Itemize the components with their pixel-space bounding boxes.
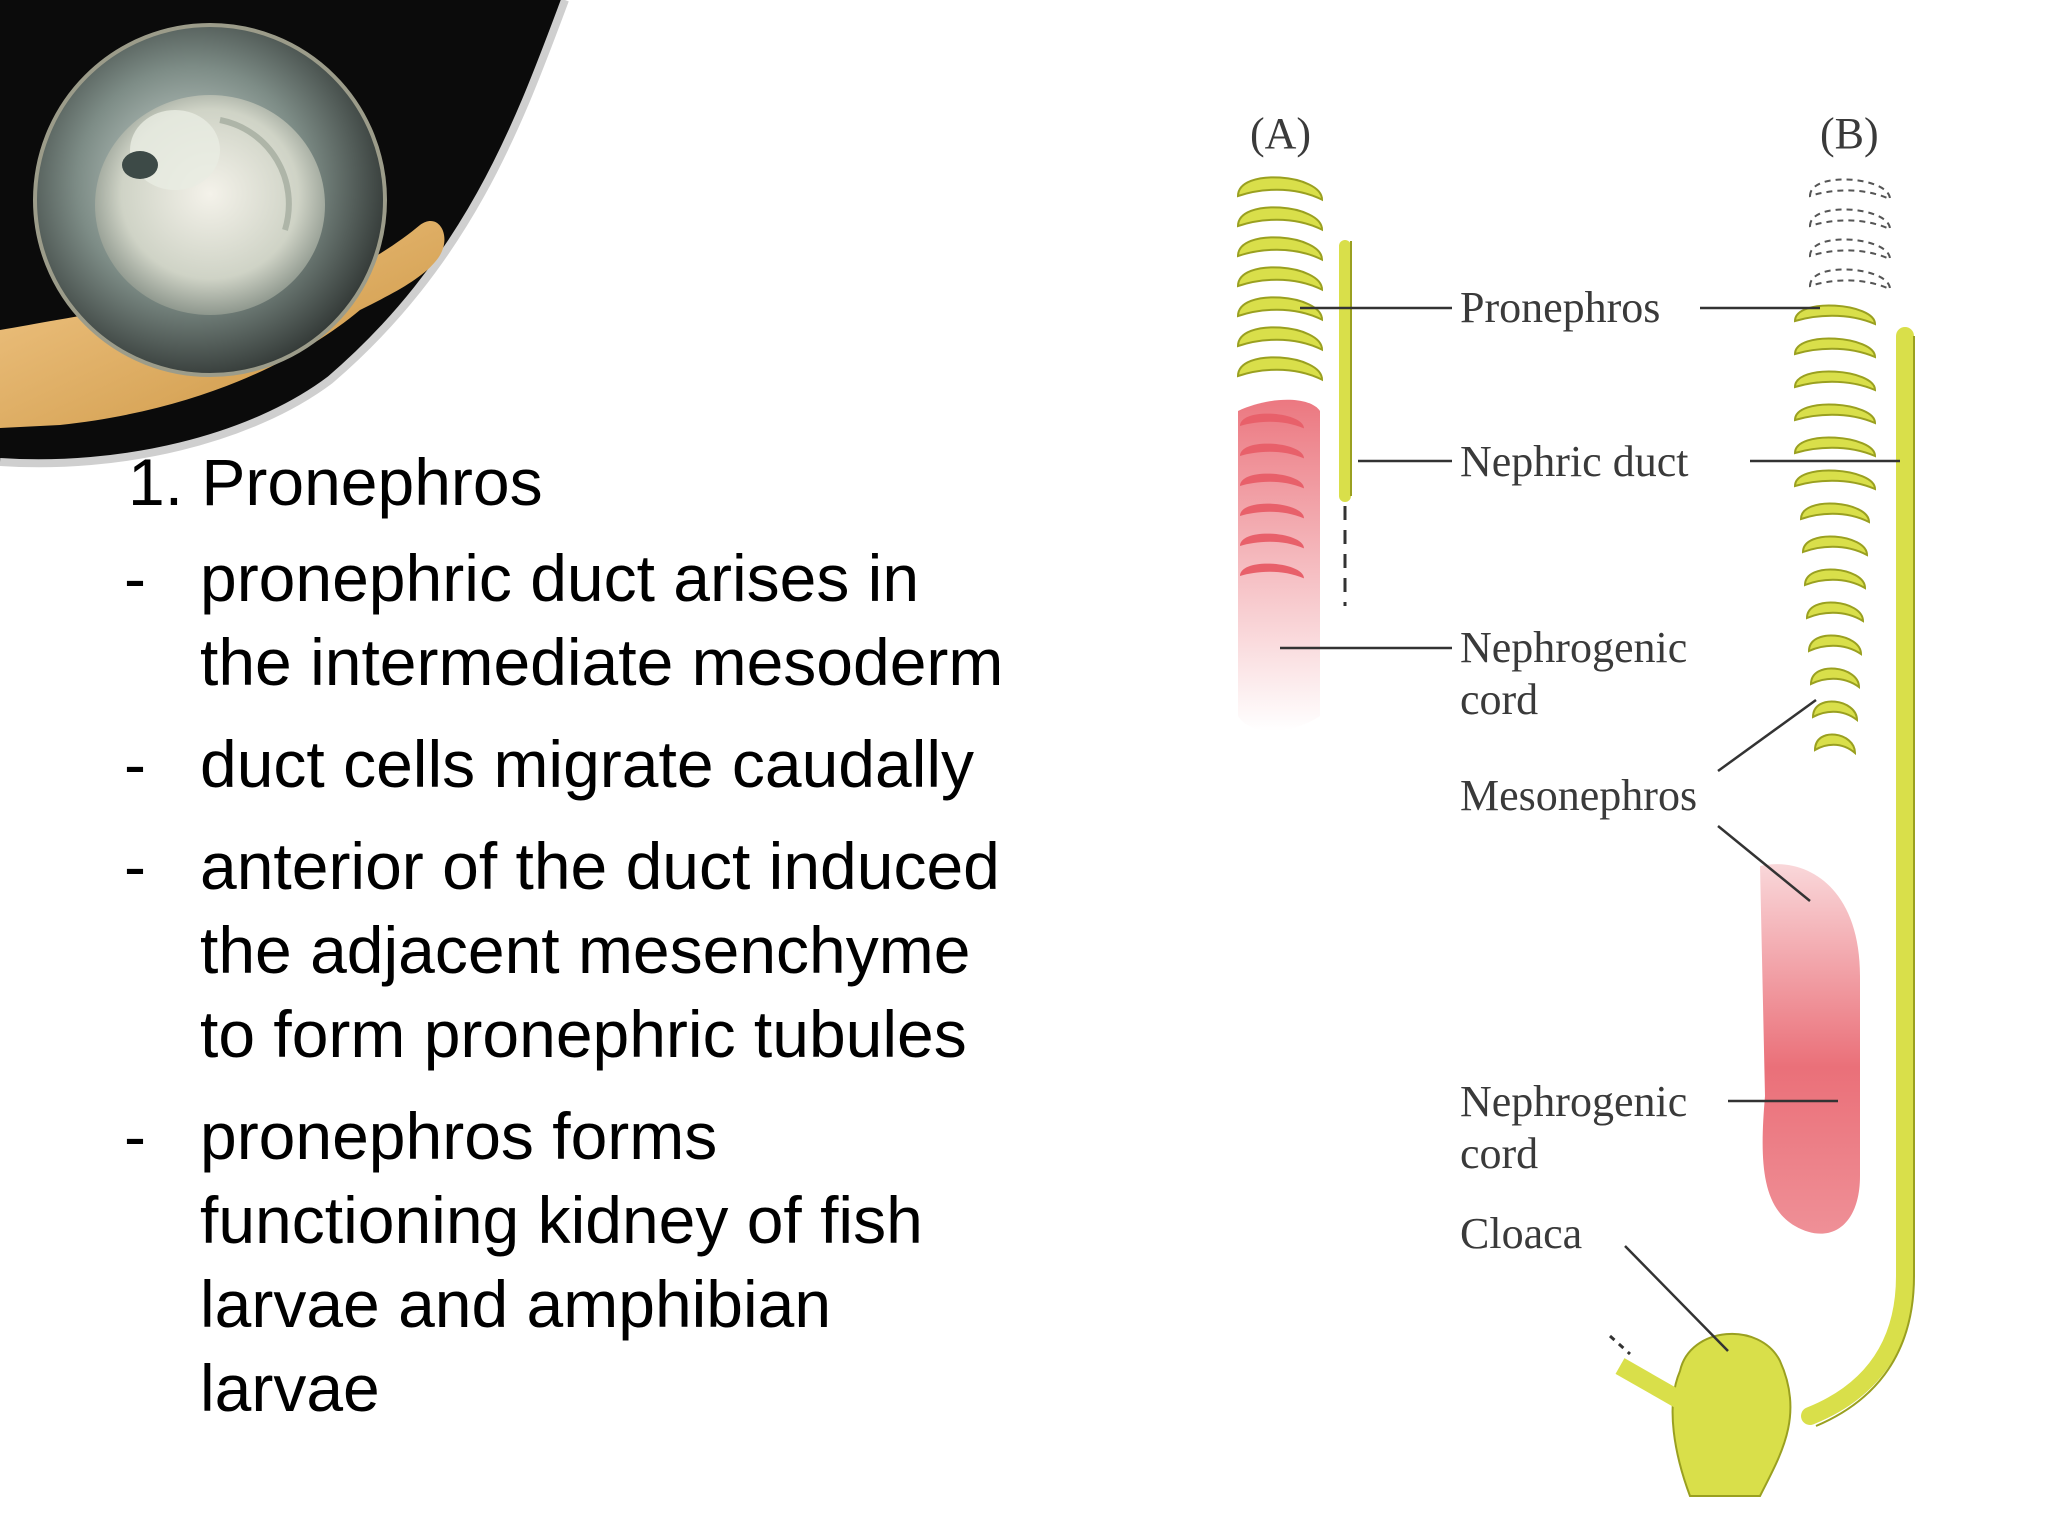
bullet-text: pronephros forms functioning kidney of f… <box>200 1099 923 1425</box>
label-nephrogenic-cord-b-line2: cord <box>1460 1129 1538 1178</box>
bullet-text: duct cells migrate caudally <box>200 727 975 801</box>
tubule <box>1811 700 1859 723</box>
tubule <box>1793 370 1877 392</box>
bullet-item: - duct cells migrate caudally <box>124 722 1084 806</box>
panel-b-label: (B) <box>1820 109 1879 158</box>
tubule <box>1801 535 1869 557</box>
tubule <box>1808 268 1892 291</box>
tubule <box>1809 667 1861 689</box>
label-mesonephros: Mesonephros <box>1460 771 1697 820</box>
bullet-marker: - <box>124 829 146 903</box>
tubule <box>1240 443 1304 459</box>
slide-text: 1. Pronephros - pronephric duct arises i… <box>124 440 1084 1448</box>
leader-lines <box>1280 306 1900 1352</box>
tubule <box>1793 403 1877 425</box>
nephrogenic-tubules-a <box>1240 413 1304 579</box>
cloaca-branch-dashed <box>1608 1334 1632 1356</box>
tubule <box>1799 502 1871 524</box>
tubule <box>1236 176 1324 202</box>
tubule <box>1236 236 1324 262</box>
nephric-duct-b-outline <box>1815 336 1915 1427</box>
tubule <box>1803 568 1867 590</box>
tubule <box>1236 206 1324 232</box>
tubule <box>1813 733 1857 756</box>
tubule <box>1808 238 1892 261</box>
tubule <box>1236 266 1324 292</box>
tubule <box>1240 563 1304 579</box>
tubule <box>1793 469 1877 491</box>
bullet-item: - pronephric duct arises in the intermed… <box>124 536 1084 704</box>
label-cloaca: Cloaca <box>1460 1209 1582 1258</box>
tubule <box>1805 601 1865 623</box>
pronephric-tubules-a <box>1236 176 1324 382</box>
mesonephric-tubules-b <box>1793 304 1877 756</box>
cloaca-branch <box>1615 1358 1695 1414</box>
bullet-item: - anterior of the duct induced the adjac… <box>124 824 1084 1076</box>
nephric-duct-b <box>1801 327 1914 1425</box>
tubule <box>1236 296 1324 322</box>
tubule <box>1808 208 1892 231</box>
bullet-item: - pronephros forms functioning kidney of… <box>124 1094 1084 1430</box>
label-nephric-duct: Nephric duct <box>1460 437 1688 486</box>
slide-heading: 1. Pronephros <box>128 445 543 519</box>
label-nephrogenic-cord-a-line1: Nephrogenic <box>1460 623 1687 672</box>
tubule <box>1236 326 1324 352</box>
cloaca-shape <box>1671 1332 1792 1497</box>
tubule <box>1240 413 1304 429</box>
tubule <box>1236 356 1324 382</box>
bullet-text: anterior of the duct induced the adjacen… <box>200 829 1000 1071</box>
tubule <box>1793 436 1877 458</box>
tubule <box>1793 337 1877 359</box>
tubule <box>1240 533 1304 549</box>
label-nephrogenic-cord-b-line1: Nephrogenic <box>1460 1077 1687 1126</box>
bullet-marker: - <box>124 1099 146 1173</box>
bullet-text: pronephric duct arises in the intermedia… <box>200 541 1004 699</box>
tubule <box>1240 473 1304 489</box>
tubule <box>1807 634 1863 656</box>
nephrogenic-cord-b <box>1760 864 1860 1234</box>
bullet-marker: - <box>124 727 146 801</box>
embryo-hand-image <box>0 0 569 468</box>
tubule <box>1808 178 1892 201</box>
panel-a-label: (A) <box>1250 109 1311 158</box>
tubule <box>1240 503 1304 519</box>
label-pronephros: Pronephros <box>1460 283 1660 332</box>
degenerated-tubules-b <box>1808 178 1892 291</box>
kidney-development-diagram: (A) (B) Pronephros Nephric duct Nephroge… <box>1236 109 1915 1497</box>
label-nephrogenic-cord-a-line2: cord <box>1460 675 1538 724</box>
bullet-marker: - <box>124 541 146 615</box>
